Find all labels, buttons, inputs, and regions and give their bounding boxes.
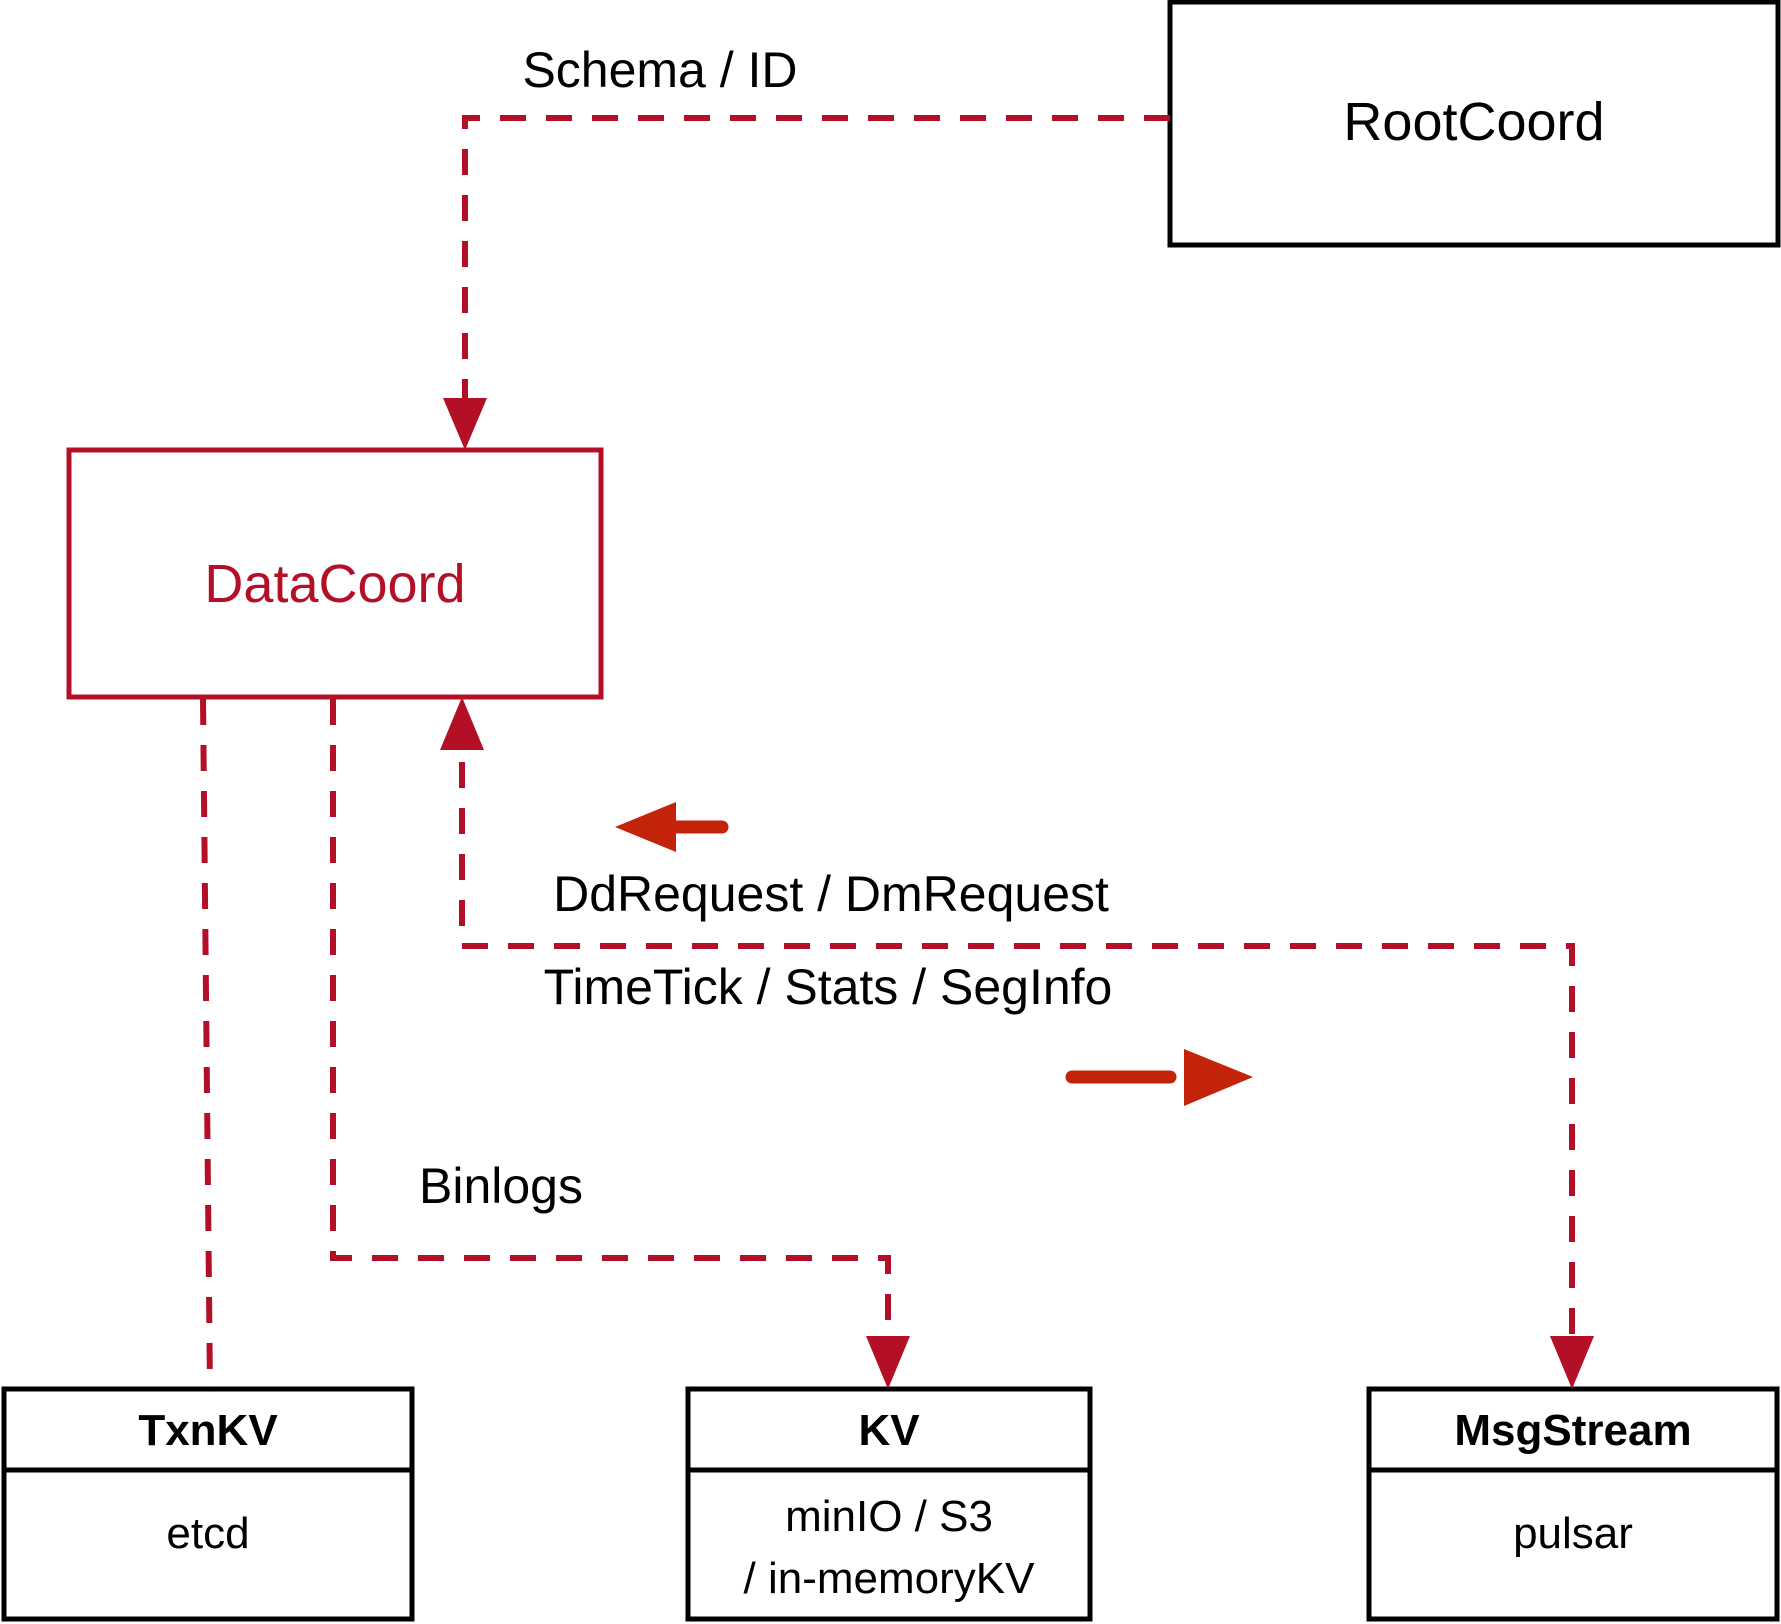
txnkv-title: TxnKV [138,1406,278,1455]
timetick-stats-seginfo-label: TimeTick / Stats / SegInfo [543,959,1113,1015]
rootcoord-box[interactable] [1167,0,1781,248]
msgstream-inbound-arrowhead-icon [1550,1336,1594,1389]
timetick-arrowhead-icon [1184,1049,1253,1106]
binlogs-label: Binlogs [419,1158,583,1214]
txnkv-edge [200,698,213,1390]
schema-id-edge [462,115,1170,432]
msgstream-title: MsgStream [1454,1406,1692,1455]
rootcoord-label: RootCoord [1343,92,1605,152]
msgstream-datacoord-arrowhead-icon [440,697,484,750]
datacoord-label: DataCoord [204,554,466,614]
schema-id-label: Schema / ID [522,42,798,98]
kv-subtitle-line1: minIO / S3 [785,1492,993,1541]
kv-box[interactable] [685,1386,1093,1622]
kv-title: KV [858,1406,920,1455]
binlogs-arrowhead-icon [866,1336,910,1389]
datacoord-box[interactable] [66,447,604,700]
schema-id-arrowhead-icon [443,398,487,450]
msgstream-subtitle: pulsar [1513,1509,1633,1558]
msgstream-box[interactable] [1366,1386,1780,1622]
kv-subtitle-line2: / in-memoryKV [743,1554,1035,1603]
binlogs-edge [330,699,891,1371]
ddrequest-arrowhead-icon [615,802,676,852]
ddrequest-dmrequest-label: DdRequest / DmRequest [553,866,1109,922]
txnkv-subtitle: etcd [166,1509,250,1558]
msgstream-datacoord-edge [459,716,1575,1371]
